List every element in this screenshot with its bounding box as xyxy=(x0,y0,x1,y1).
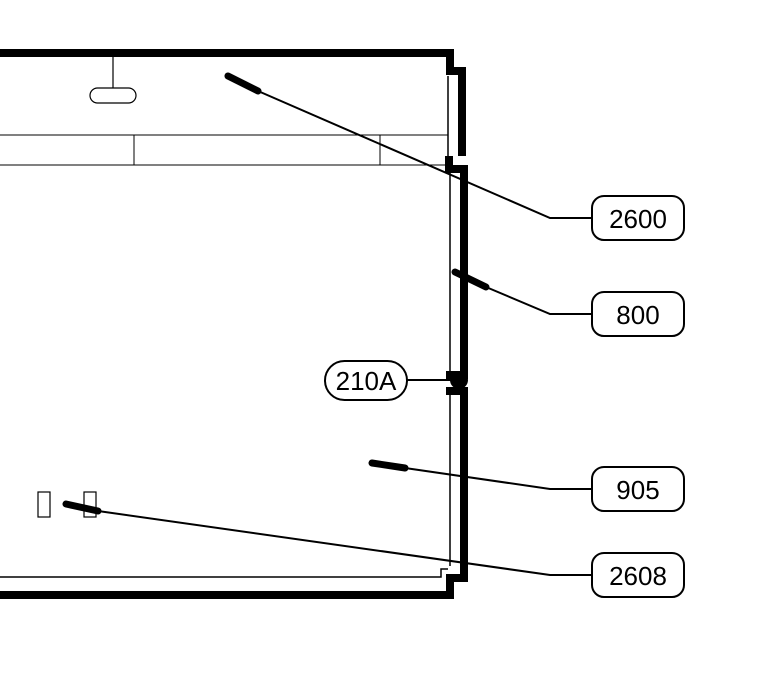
right-wall-upper xyxy=(445,156,468,372)
callout-label-800: 800 xyxy=(616,300,659,330)
callout-tag-905: 905 xyxy=(591,466,685,512)
callout-label-2600: 2600 xyxy=(609,204,667,234)
leader-800 xyxy=(485,286,593,315)
inner-wall-lines xyxy=(0,76,451,578)
leader-905 xyxy=(404,467,593,490)
leader-2600-tick xyxy=(224,72,262,95)
door-frame xyxy=(446,371,468,395)
leader-lines xyxy=(62,72,593,576)
callout-label-905: 905 xyxy=(616,475,659,505)
callout-tag-2600: 2600 xyxy=(591,195,685,241)
callout-tag-2608: 2608 xyxy=(591,552,685,598)
leader-2608-tick xyxy=(62,500,102,515)
outlet-box-left xyxy=(37,491,51,518)
callout-label-2608: 2608 xyxy=(609,561,667,591)
door-tag-210A: 210A xyxy=(324,360,408,401)
right-wall-lower xyxy=(0,391,468,599)
top-wall xyxy=(0,49,466,156)
door-tag-label: 210A xyxy=(336,366,397,396)
callout-tag-800: 800 xyxy=(591,291,685,337)
ceiling-strip xyxy=(0,134,448,166)
leader-2600 xyxy=(257,90,593,219)
leader-800-tick xyxy=(451,268,490,291)
leader-905-tick xyxy=(368,459,409,472)
pendant-fixture xyxy=(89,57,137,104)
outer-walls xyxy=(0,49,468,599)
leader-2608 xyxy=(97,510,593,576)
